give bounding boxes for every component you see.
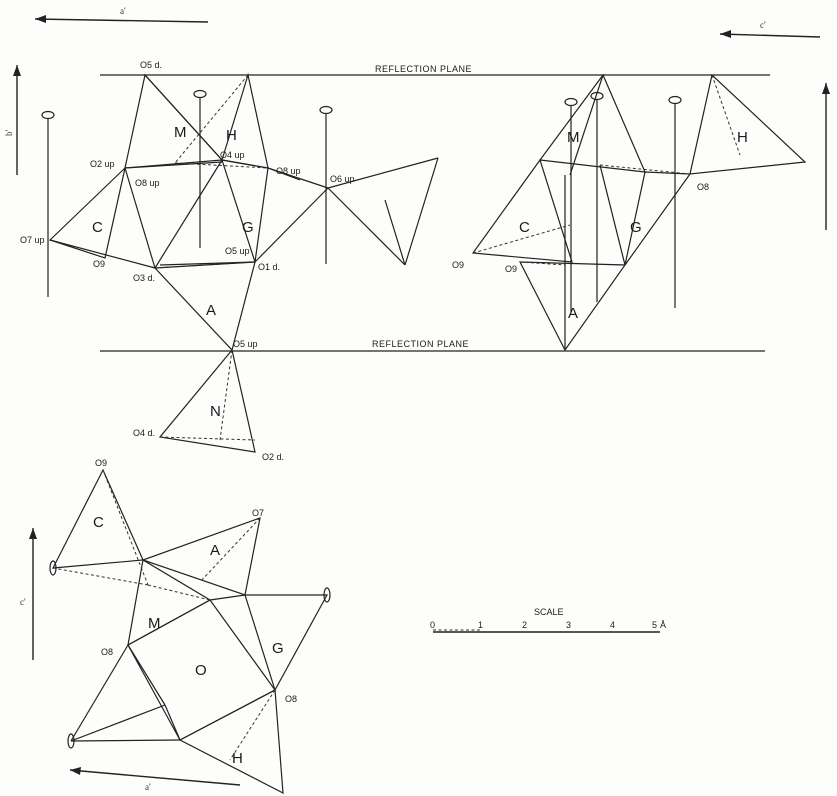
reflection-plane-middle: REFLECTION PLANE [100,339,765,352]
o2up-label: O2 up [90,159,115,169]
reflection-plane-top: REFLECTION PLANE [100,64,770,76]
tetrahedron-m-bottom [127,559,212,647]
axis-a-bottom-label: a' [145,782,151,792]
scale-bar: SCALE 0 1 2 3 4 5 Å [430,607,666,633]
label-g-top: G [242,219,254,236]
axis-c-label: c' [760,20,766,30]
o1d-label: O1 d. [258,262,280,272]
o2d-label: O2 d. [262,452,284,462]
o5up-small-label: O5 up [225,246,250,256]
axis-b-left: b' [4,65,21,175]
o8-bottom-label-2: O8 [285,694,297,704]
axis-a-label: a' [120,6,126,16]
scale-title: SCALE [534,607,564,617]
label-n: N [210,403,221,420]
tetrahedron-c-right [471,158,573,263]
o9-bottom-label: O9 [95,458,107,468]
label-a-right: A [568,305,578,322]
tetrahedron-a-right [519,261,627,352]
scale-tick-1: 1 [478,620,483,630]
projection-top-left [41,72,439,453]
tetrahedron-a-bottom [141,517,261,596]
scale-tick-3: 3 [566,620,571,630]
axis-c-bottom: c' [20,528,37,660]
scale-unit: Å [660,620,666,630]
twofold-axis-markers-right [564,91,682,312]
axis-c-top: c' [719,20,821,38]
o9-label: O9 [93,259,105,269]
label-g-right: G [630,219,642,236]
scale-tick-2: 2 [522,620,527,630]
o4d-label: O4 d. [133,428,155,438]
tetrahedron-n [158,348,256,453]
o8up-a-label: O8 up [135,178,160,188]
o4up-label: O4 up [220,150,245,160]
tetrahedron-g-bottom [244,594,329,692]
label-c-bottom: C [93,514,104,531]
axis-a-bottom: a' [69,767,241,792]
o8up-b-label: O8 up [276,166,301,176]
scale-tick-4: 4 [610,620,615,630]
label-c-right: C [519,219,530,236]
o5up-label: O5 up [233,339,258,349]
label-h-right: H [737,129,748,146]
label-o-bottom: O [195,662,207,679]
o9-label-right-1: O9 [452,260,464,270]
o9-label-right-2: O9 [505,264,517,274]
label-h-bottom: H [232,750,243,767]
label-m-right: M [567,129,580,146]
o7-bottom-label: O7 [252,508,264,518]
o3d-label: O3 d. [133,273,155,283]
label-a-top: A [206,302,216,319]
label-a-bottom: A [210,542,220,559]
o8-bottom-label-1: O8 [101,647,113,657]
tetrahedron-h-bottom [178,689,284,795]
tetrahedron-g [221,159,269,263]
o6up-label: O6 up [330,174,355,184]
tetrahedron-h-right [689,73,807,175]
scale-tick-0: 0 [430,620,435,630]
tetrahedron-m-right [538,73,646,173]
label-h-top: H [226,127,237,144]
tetrahedron-c-bottom [51,468,144,569]
axis-a-top: a' [34,6,209,23]
tetrahedron-m [124,73,224,169]
tetrahedron-g-right [624,171,692,266]
projection-top-right [471,73,807,352]
svg-text:REFLECTION PLANE: REFLECTION PLANE [372,339,469,349]
axis-b-right [822,83,830,230]
label-c-top: C [92,219,103,236]
axis-b-label: b' [4,130,14,137]
svg-text:REFLECTION PLANE: REFLECTION PLANE [375,64,472,74]
label-m-top: M [174,124,187,141]
o5d-label: O5 d. [140,60,162,70]
twofold-axis-markers [41,89,333,297]
o8-label-right: O8 [697,182,709,192]
tetrahedron-a [153,261,256,352]
scale-tick-5: 5 [652,620,657,630]
tetrahedron-c [48,166,127,259]
o7up-label: O7 up [20,235,45,245]
label-m-bottom: M [148,615,161,632]
label-g-bottom: G [272,640,284,657]
projection-bottom [49,468,331,795]
axis-c-bottom-label: c' [20,597,26,607]
